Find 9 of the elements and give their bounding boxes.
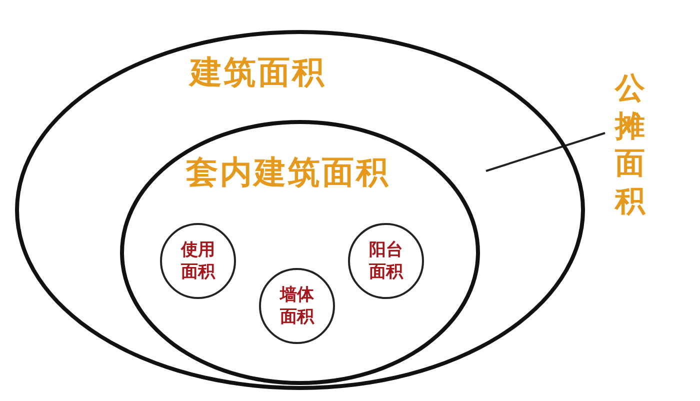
region-label: 使用面积 [181, 238, 215, 284]
ellipse-region [120, 120, 480, 385]
region-label: 套内建筑面积 [186, 152, 390, 193]
region-label: 阳台面积 [369, 238, 403, 284]
ellipse-region [15, 30, 585, 390]
region-label: 墙体面积 [280, 284, 314, 328]
region-label: 建筑面积 [190, 52, 326, 93]
leader-text: 公摊面积 [615, 70, 647, 220]
leader-line [486, 132, 606, 172]
